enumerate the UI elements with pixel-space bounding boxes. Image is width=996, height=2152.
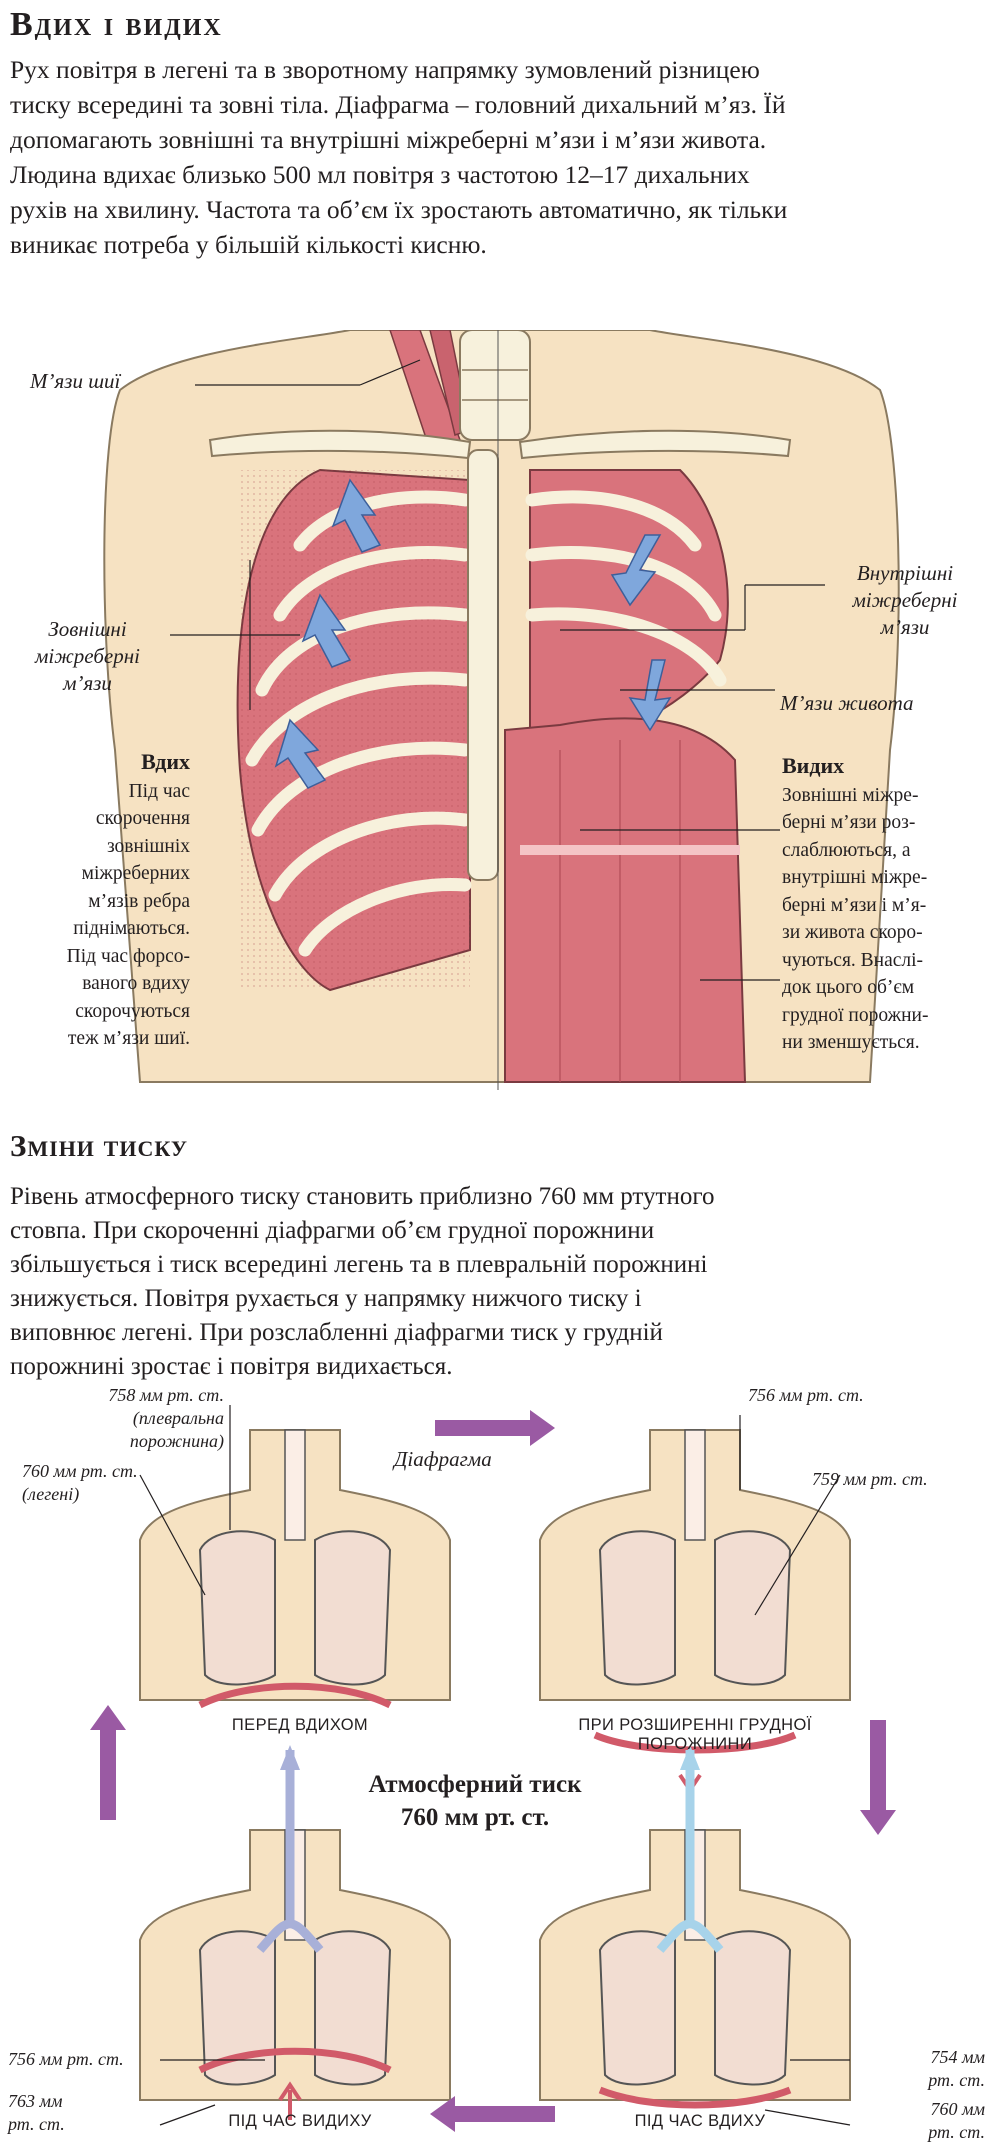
intro-line: Людина вдихає близько 500 мл повітря з ч… [10,160,750,189]
label-pleural-pressure: 758 мм рт. ст. (плевральна порожнина) [108,1385,224,1451]
label-neck-muscles: М’язи шиї [30,369,121,393]
caption-expansion: ПРИ РОЗШИРЕННІ ГРУДНОЇ ПОРОЖНИНИ [578,1716,812,1753]
panel-before-inhale [139,1429,451,1709]
page-title: Вдих і видих [10,6,223,43]
section-heading-pressure: Зміни тиску [10,1128,188,1163]
label-external-intercostal: Зовнішні міжреберні м’язи [35,617,140,695]
sternum [467,449,499,881]
intro-line: тиску всередині та зовні тіла. Діафрагма… [10,90,786,119]
label-expansion-side: 759 мм рт. ст. [812,1469,928,1489]
label-lung-pressure: 760 мм рт. ст. (легені) [22,1461,138,1504]
panel-inhale [539,1745,851,2109]
cycle-arrows [90,1410,896,2132]
caption-exhale: ПІД ЧАС ВИДИХУ [228,2112,372,2130]
intro-text: Рух повітря в легені та в зворотному нап… [10,52,990,262]
pressure-diagram [90,1405,896,2132]
pressure-text: Рівень атмосферного тиску становить приб… [10,1183,715,1380]
exhale-description: Видих Зовнішні міжре- берні м’язи роз- с… [782,753,929,1053]
diaphragm-relaxed [198,1682,392,1709]
label-exhale-bottom: 763 мм рт. ст. [8,2091,65,2134]
cervical-spine [459,330,531,441]
label-abdominal-muscles: М’язи живота [780,691,914,715]
caption-before-inhale: ПЕРЕД ВДИХОМ [231,1716,369,1734]
label-internal-intercostal: Внутрішні міжреберні м’язи [852,561,958,639]
intro-line: допомагають зовнішні та внутрішні міжреб… [10,125,767,154]
diaphragm-contracted [593,1731,797,1754]
chest-anatomy-illustration [103,330,900,1090]
label-diaphragm: Діафрагма [394,1447,492,1471]
inhale-heading: Вдих [141,749,190,774]
label-expansion-top: 756 мм рт. ст. [748,1385,864,1405]
caption-inhale: ПІД ЧАС ВДИХУ [634,2112,766,2130]
panel-exhale [139,1745,451,2120]
label-inhale-top: 754 мм рт. ст. [928,2047,985,2090]
right-clavicle [518,429,792,460]
exhale-arrows [610,534,672,732]
inhale-description: Вдих Під час скорочення зовнішніх міжреб… [66,749,190,1049]
label-inhale-bottom: 760 мм рт. ст. [928,2099,985,2142]
intro-line: Рух повітря в легені та в зворотному нап… [10,55,760,84]
label-exhale-top: 756 мм рт. ст. [8,2049,124,2069]
up-arrow-icon [278,2081,302,2120]
intro-line: виникає потреба у більшій кількості кисн… [10,230,487,259]
inhale-arrows [274,478,382,789]
intro-line: рухів на хвилину. Частота та об’єм їх зр… [10,195,788,224]
abdominal-muscles [504,717,747,1083]
exhale-heading: Видих [782,753,845,778]
atmospheric-pressure-label: Атмосферний тиск 760 мм рт. ст. [368,1771,582,1831]
